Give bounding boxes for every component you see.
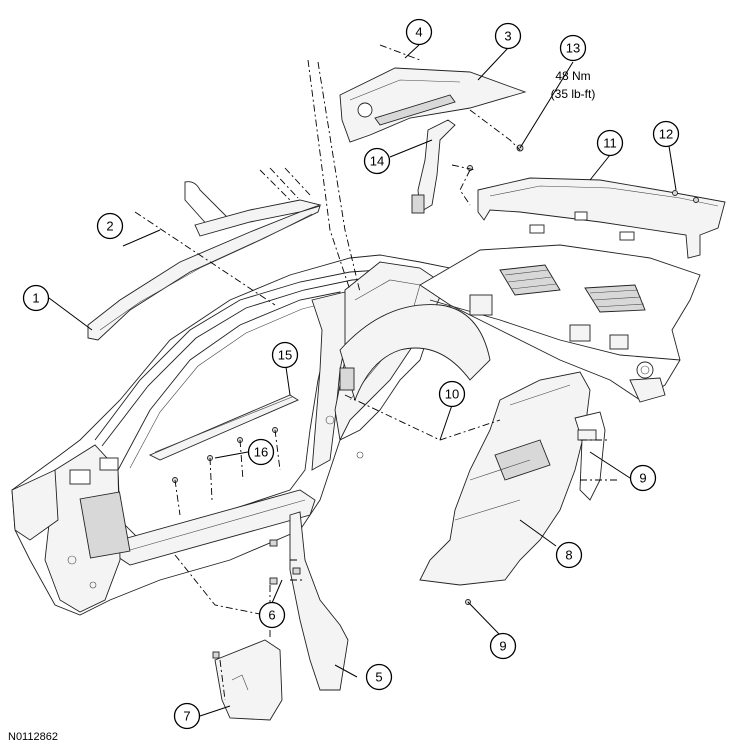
rear-package-tray-structure (419, 244, 701, 403)
svg-text:13: 13 (566, 41, 580, 56)
torque-nm: 48 Nm (555, 69, 590, 83)
svg-text:12: 12 (659, 127, 673, 142)
svg-text:9: 9 (499, 639, 506, 654)
callout-13: 13 (559, 34, 587, 62)
callout-9b: 9 (489, 632, 517, 660)
svg-text:9: 9 (639, 471, 646, 486)
svg-text:2: 2 (106, 219, 113, 234)
svg-text:16: 16 (254, 445, 268, 460)
part-3-quarter-trim (339, 67, 527, 143)
svg-text:3: 3 (504, 29, 511, 44)
part-11-package-tray-trim (477, 177, 726, 259)
body-side-shell (11, 254, 491, 616)
part-8-quarter-trim-panel (419, 371, 591, 586)
callout-3: 3 (494, 22, 522, 50)
callout-11: 11 (596, 129, 624, 157)
callout-5: 5 (365, 663, 393, 691)
part-14-belt-guide (411, 119, 456, 214)
part-9-bracket (574, 411, 606, 501)
svg-text:14: 14 (370, 154, 384, 169)
leader-lines (48, 44, 677, 717)
svg-text:11: 11 (603, 136, 617, 151)
callout-14: 14 (363, 147, 391, 175)
svg-text:5: 5 (375, 670, 382, 685)
part-1-a-pillar-trim (87, 205, 321, 341)
callout-1: 1 (22, 284, 50, 312)
svg-text:7: 7 (183, 709, 190, 724)
callout-7: 7 (173, 702, 201, 730)
svg-text:15: 15 (278, 348, 292, 363)
part-7-kick-panel (214, 639, 283, 721)
svg-text:10: 10 (445, 387, 459, 402)
part-15-scuff-plate (148, 394, 299, 461)
figure-id: N0112862 (8, 731, 58, 743)
torque-spec: 48 Nm (35 lb-ft) (551, 69, 596, 101)
callout-9a: 9 (629, 464, 657, 492)
callout-8: 8 (555, 541, 583, 569)
callout-6: 6 (258, 601, 286, 629)
callout-4: 4 (405, 18, 433, 46)
callout-2: 2 (96, 212, 124, 240)
torque-lbft: (35 lb-ft) (551, 87, 596, 101)
svg-text:6: 6 (268, 608, 275, 623)
svg-text:1: 1 (32, 291, 39, 306)
svg-text:8: 8 (565, 548, 572, 563)
part-5-b-pillar-lower-trim (289, 511, 349, 691)
part-2-upper-trim (184, 181, 322, 237)
svg-text:4: 4 (415, 25, 422, 40)
callout-16: 16 (247, 438, 275, 466)
callout-12: 12 (652, 120, 680, 148)
callout-10: 10 (438, 380, 466, 408)
callout-15: 15 (271, 341, 299, 369)
